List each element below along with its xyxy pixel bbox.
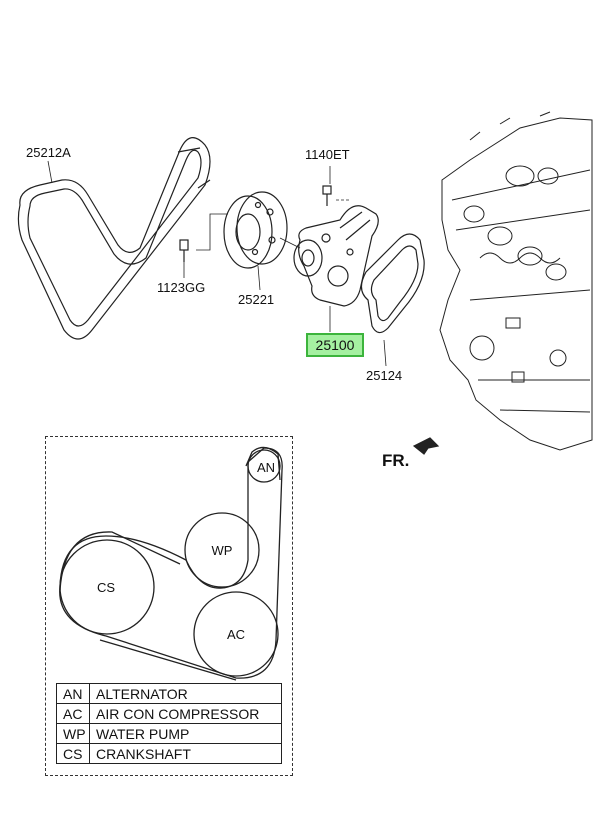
legend-name: WATER PUMP [89, 723, 282, 744]
legend-row: WP WATER PUMP [56, 723, 282, 744]
pulley-label-an: AN [256, 460, 276, 475]
pulley-legend-table: AN ALTERNATOR AC AIR CON COMPRESSOR WP W… [56, 683, 282, 764]
legend-name: CRANKSHAFT [89, 743, 282, 764]
part-label-water-pump-highlighted[interactable]: 25100 [306, 333, 364, 357]
front-direction-label: FR. [382, 451, 410, 470]
part-label-gasket: 25124 [366, 368, 403, 383]
part-label-idler-bolt: 1123GG [157, 280, 206, 295]
pulley-label-cs: CS [96, 580, 116, 595]
belt-routing-diagram [59, 446, 283, 681]
legend-code: WP [56, 723, 90, 744]
legend-row: CS CRANKSHAFT [56, 743, 282, 764]
idler-bolt-drawing [179, 239, 189, 262]
part-label-belt: 25212A [26, 145, 71, 160]
pulley-label-ac: AC [226, 627, 246, 642]
pulley-label-wp: WP [211, 543, 233, 558]
legend-code: AN [56, 683, 90, 704]
legend-row: AC AIR CON COMPRESSOR [56, 703, 282, 724]
water-pump-pulley [184, 512, 260, 588]
engine-block-drawing [439, 111, 593, 451]
legend-code: AC [56, 703, 90, 724]
legend-code: CS [56, 743, 90, 764]
legend-name: AIR CON COMPRESSOR [89, 703, 282, 724]
pump-bolt-drawing [322, 185, 332, 206]
part-label-pulley: 25221 [238, 292, 275, 307]
front-arrow-icon [412, 437, 440, 455]
ac-compressor-pulley [193, 591, 279, 677]
drive-belt-drawing [17, 137, 211, 340]
belt-routing-box [45, 436, 293, 776]
gasket-drawing [360, 233, 425, 334]
pulley-drawing [223, 191, 288, 269]
water-pump-drawing [293, 205, 379, 307]
part-label-bolt: 1140ET [305, 147, 350, 162]
legend-row: AN ALTERNATOR [56, 683, 282, 704]
legend-name: ALTERNATOR [89, 683, 282, 704]
